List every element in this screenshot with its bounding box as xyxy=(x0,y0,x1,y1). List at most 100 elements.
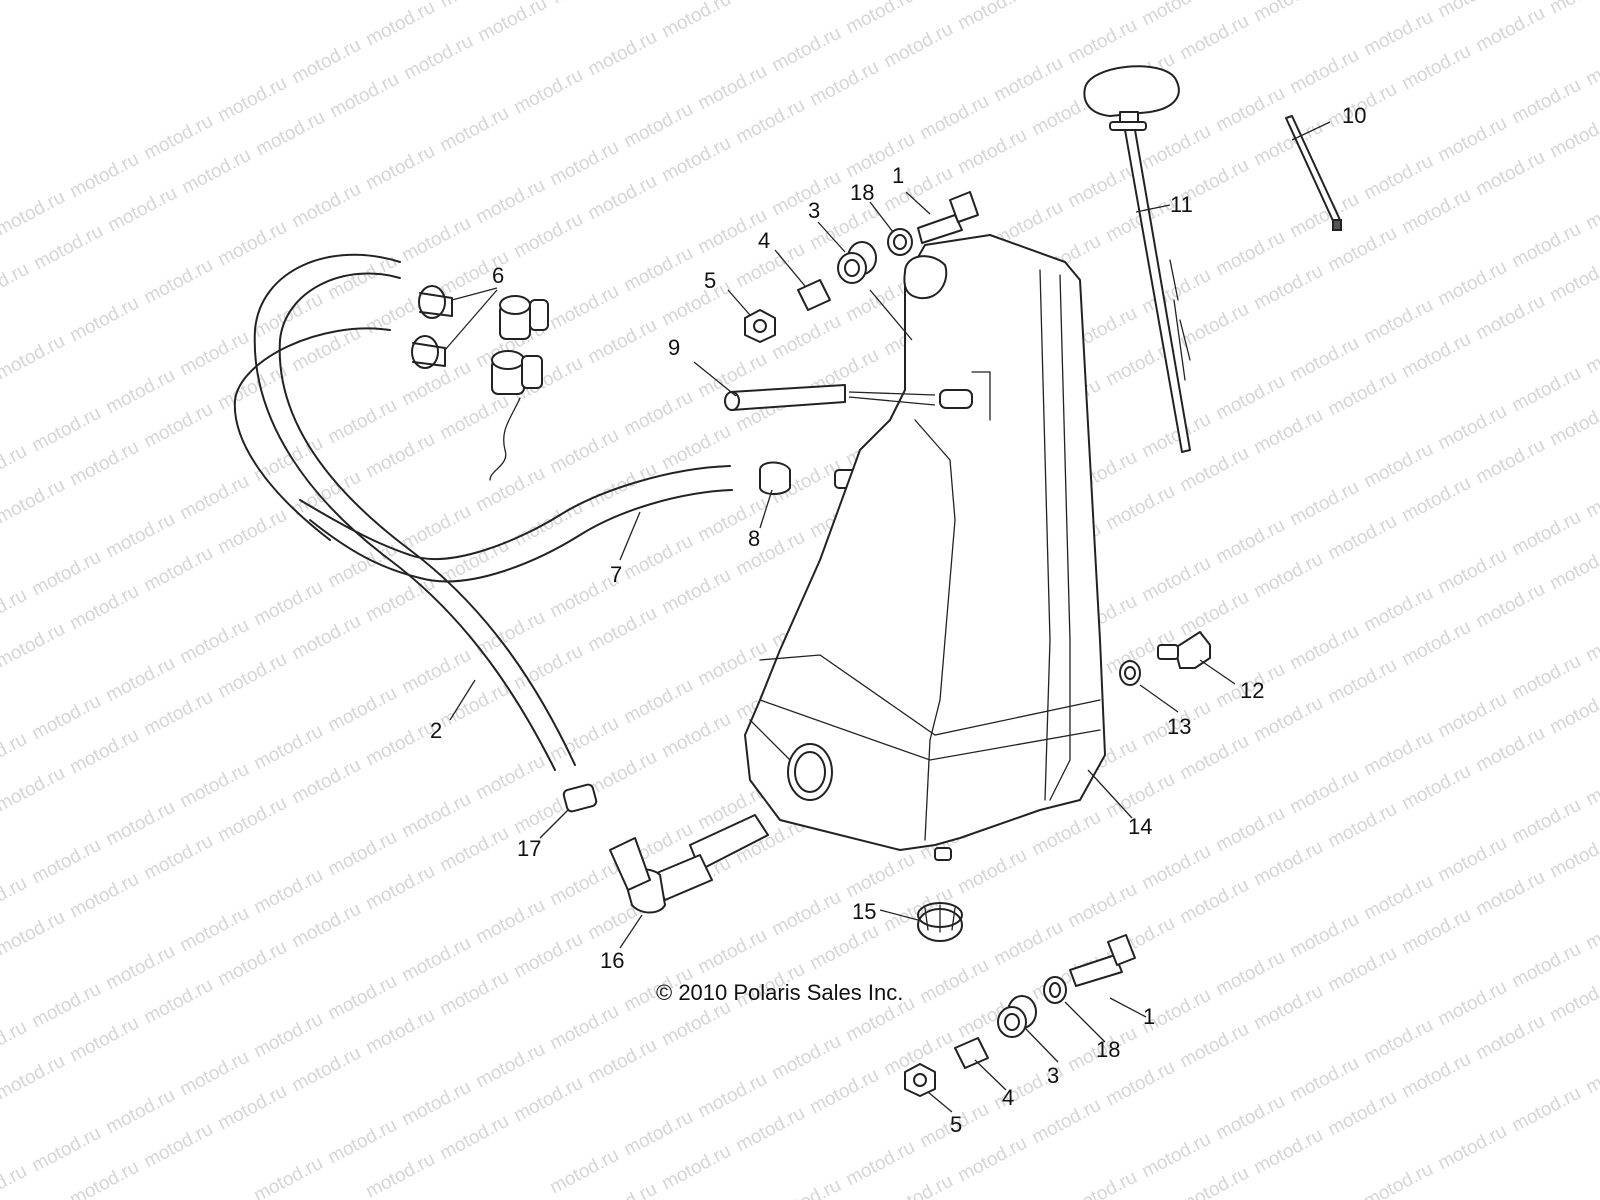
watermark-text: motod.ru xyxy=(0,1017,31,1071)
watermark-text: motod.ru xyxy=(214,505,290,559)
watermark-text: motod.ru xyxy=(28,691,104,745)
watermark-text: motod.ru xyxy=(1508,507,1584,561)
watermark-text: motod.ru xyxy=(436,103,512,157)
watermark-text: motod.ru xyxy=(1360,871,1436,925)
watermark-text: motod.ru xyxy=(288,35,364,89)
watermark-text: motod.ru xyxy=(732,1103,808,1157)
watermark-text: motod.ru xyxy=(104,183,180,237)
watermark-text: motod.ru xyxy=(1102,481,1178,535)
watermark-text: motod.ru xyxy=(1508,75,1584,129)
watermark-text: motod.ru xyxy=(546,425,622,479)
callout-7: 7 xyxy=(610,562,622,587)
watermark-text: motod.ru xyxy=(1582,325,1600,379)
watermark-text: motod.ru xyxy=(28,835,104,889)
callout-16: 16 xyxy=(600,948,624,973)
watermark-text: motod.ru xyxy=(1138,121,1214,175)
watermark-text: motod.ru xyxy=(1398,473,1474,527)
watermark-text: motod.ru xyxy=(916,91,992,145)
watermark-text: motod.ru xyxy=(1360,7,1436,61)
part-4-spacer-upper xyxy=(797,279,831,311)
watermark-text: motod.ru xyxy=(1324,655,1400,709)
watermark-text: motod.ru xyxy=(842,129,918,183)
watermark-text: motod.ru xyxy=(398,501,474,555)
watermark-text: motod.ru xyxy=(1250,261,1326,315)
watermark-text: motod.ru xyxy=(66,869,142,923)
watermark-text: motod.ru xyxy=(1472,723,1548,777)
watermark-text: motod.ru xyxy=(102,797,178,851)
watermark-text: motod.ru xyxy=(324,395,400,449)
watermark-text: motod.ru xyxy=(1286,477,1362,531)
watermark-text: motod.ru xyxy=(1472,579,1548,633)
watermark-text: motod.ru xyxy=(1064,15,1140,69)
watermark-text: motod.ru xyxy=(954,845,1030,899)
watermark-text: motod.ru xyxy=(510,641,586,695)
watermark-text: motod.ru xyxy=(1176,11,1252,65)
watermark-text: motod.ru xyxy=(0,187,69,241)
watermark-text: motod.ru xyxy=(362,429,438,483)
watermark-text: motod.ru xyxy=(546,281,622,335)
watermark-text: motod.ru xyxy=(176,615,252,669)
watermark-text: motod.ru xyxy=(66,725,142,779)
watermark-text: motod.ru xyxy=(1360,295,1436,349)
watermark-text: motod.ru xyxy=(546,713,622,767)
watermark-text: motod.ru xyxy=(658,133,734,187)
watermark-text: motod.ru xyxy=(732,239,808,293)
watermark-text: motod.ru xyxy=(0,331,69,385)
watermark-text: motod.ru xyxy=(66,437,142,491)
watermark-text: motod.ru xyxy=(732,95,808,149)
callout-1-lower: 1 xyxy=(1143,1004,1155,1029)
callout-14: 14 xyxy=(1128,814,1152,839)
watermark-text: motod.ru xyxy=(400,31,476,85)
part-1-bolt-lower xyxy=(1069,934,1136,987)
watermark-text: motod.ru xyxy=(1472,867,1548,921)
watermark-text: motod.ru xyxy=(472,175,548,229)
watermark-text: motod.ru xyxy=(1434,977,1510,1031)
watermark-text: motod.ru xyxy=(102,509,178,563)
watermark-text: motod.ru xyxy=(990,917,1066,971)
watermark-text: motod.ru xyxy=(510,209,586,263)
watermark-text: motod.ru xyxy=(1324,943,1400,997)
watermark-text: motod.ru xyxy=(1286,45,1362,99)
watermark-text: motod.ru xyxy=(288,755,364,809)
watermark-text: motod.ru xyxy=(1472,3,1548,57)
watermark-text: motod.ru xyxy=(140,399,216,453)
watermark-text: motod.ru xyxy=(102,365,178,419)
callout-18-upper: 18 xyxy=(850,180,874,205)
watermark-text: motod.ru xyxy=(1138,1129,1214,1183)
watermark-text: motod.ru xyxy=(1064,879,1140,933)
watermark-text: motod.ru xyxy=(1508,1083,1584,1137)
watermark-text: motod.ru xyxy=(472,751,548,805)
watermark-text: motod.ru xyxy=(584,603,660,657)
watermark-text: motod.ru xyxy=(140,687,216,741)
watermark-text: motod.ru xyxy=(362,861,438,915)
watermark-text: motod.ru xyxy=(0,475,69,529)
watermark-text: motod.ru xyxy=(288,323,364,377)
watermark-text: motod.ru xyxy=(990,53,1066,107)
watermark-text: motod.ru xyxy=(1434,0,1510,22)
watermark-text: motod.ru xyxy=(362,141,438,195)
watermark-text: motod.ru xyxy=(66,293,142,347)
watermark-text: motod.ru xyxy=(214,73,290,127)
callout-11: 11 xyxy=(1170,192,1193,217)
watermark-text: motod.ru xyxy=(398,213,474,267)
watermark-text: motod.ru xyxy=(66,581,142,635)
watermark-text: motod.ru xyxy=(732,527,808,581)
watermark-text: motod.ru xyxy=(0,259,33,313)
watermark-text: motod.ru xyxy=(1064,1167,1140,1200)
watermark-text: motod.ru xyxy=(362,1149,438,1200)
watermark-text: motod.ru xyxy=(362,0,438,50)
part-5-nut-upper xyxy=(744,309,776,343)
part-3-bushing-upper xyxy=(837,241,877,284)
watermark-text: motod.ru xyxy=(658,0,734,42)
watermark-text: motod.ru xyxy=(436,679,512,733)
watermark-text: motod.ru xyxy=(510,929,586,983)
part-5-nut-lower xyxy=(904,1063,936,1097)
watermark-text: motod.ru xyxy=(658,709,734,763)
watermark-text: motod.ru xyxy=(362,573,438,627)
watermark-text: motod.ru xyxy=(1546,829,1600,883)
watermark-text: motod.ru xyxy=(28,979,104,1033)
watermark-text: motod.ru xyxy=(1138,0,1214,30)
callout-1-upper: 1 xyxy=(892,163,904,188)
callout-8: 8 xyxy=(748,526,760,551)
grommet-fitting-lower xyxy=(489,350,543,481)
